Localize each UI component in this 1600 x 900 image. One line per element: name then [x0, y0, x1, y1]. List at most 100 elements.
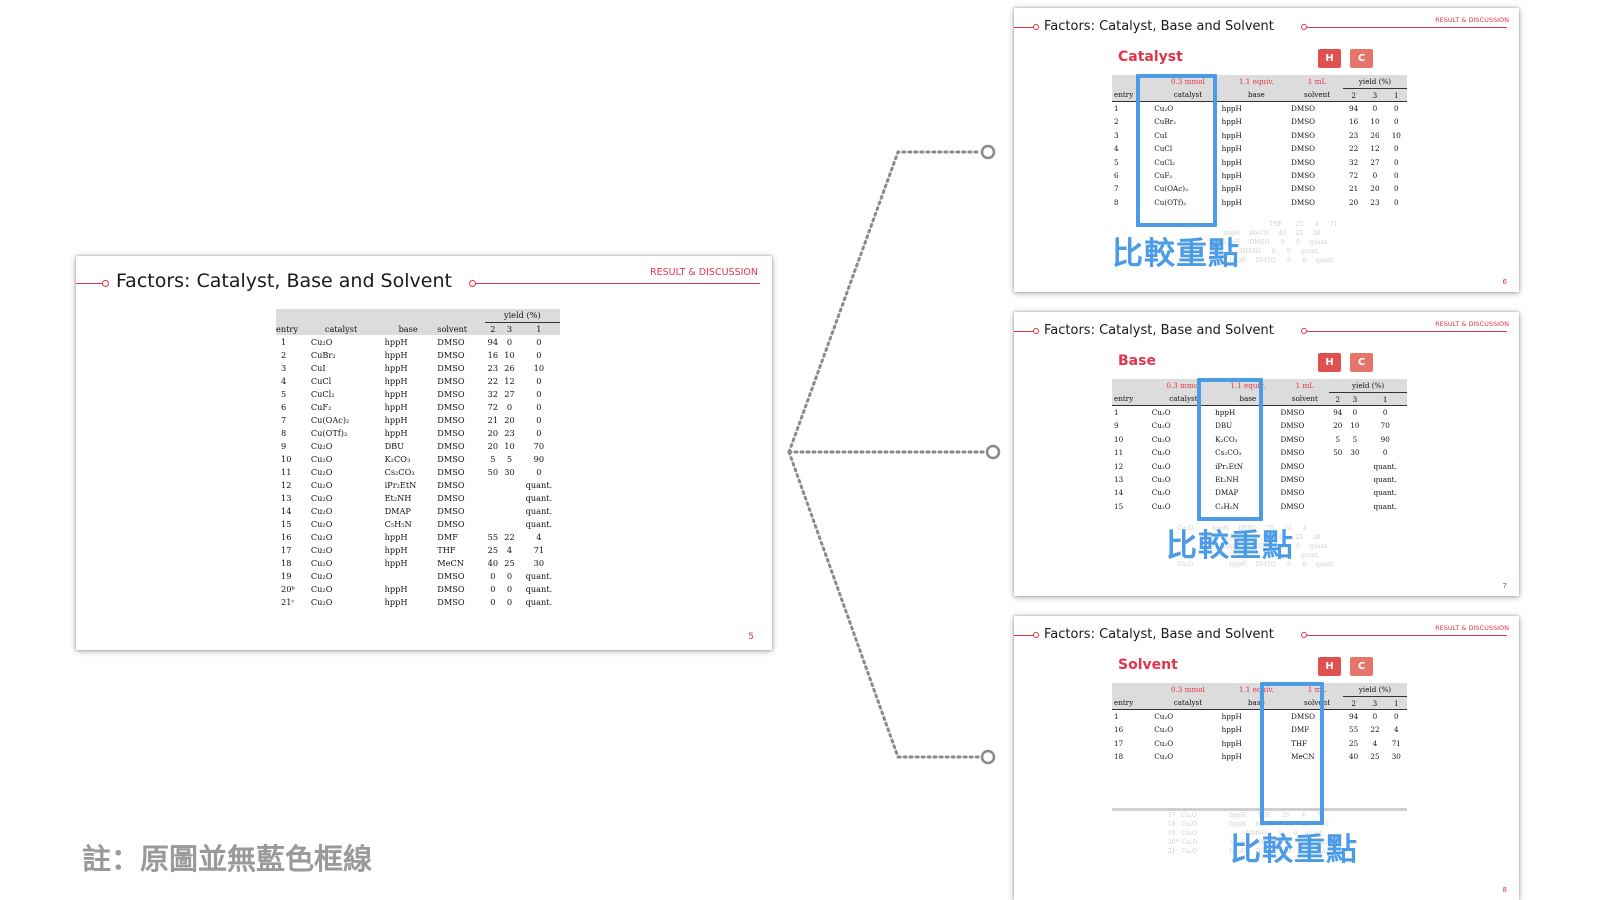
table-cell: Cs₂CO₃: [384, 466, 415, 477]
table-cell: 0: [536, 427, 542, 438]
title-rule-right: [1307, 635, 1507, 636]
table-cell: CuCl: [1154, 144, 1173, 154]
connector-node-base: [985, 444, 1001, 460]
table-cell: quant.: [1373, 501, 1397, 511]
table-cell: THF: [1291, 738, 1308, 748]
table-cell: hppH: [384, 414, 408, 425]
title-rule-left: [1014, 331, 1034, 332]
table-cell: 71: [1391, 738, 1401, 748]
sub-heading: Solvent: [1118, 657, 1178, 673]
table-cell: Cu₂O: [1154, 738, 1174, 748]
col-header: catalyst: [324, 323, 358, 334]
table-cell: 14: [281, 505, 292, 516]
section-tag: RESULT & DISCUSSION: [1435, 16, 1509, 24]
table-cell: 0: [536, 388, 542, 399]
table-cell: DMSO: [437, 492, 465, 503]
col-header: 1: [1394, 90, 1399, 100]
table-header-row: entry catalyst base solvent 2 3 1: [1112, 696, 1407, 710]
faded-rows: THF 25 4 71 hppH MeCN 40 25 30 hppH DMSO…: [1177, 221, 1338, 264]
table-cell: 16: [1349, 117, 1359, 127]
table-cell: hppH: [384, 388, 408, 399]
table-cell: [485, 478, 502, 491]
table-cell: Cu₂O: [310, 479, 333, 490]
table-cell: hppH: [1221, 104, 1242, 114]
table-cell: 3: [1114, 130, 1119, 140]
table-cell: 5: [1114, 157, 1119, 167]
unit-label: 1 mL: [1307, 77, 1327, 87]
table-cell: 9: [1114, 421, 1119, 431]
table-cell: 72: [487, 401, 499, 412]
section-tag: RESULT & DISCUSSION: [649, 267, 758, 278]
table-cell: 0: [1394, 117, 1399, 127]
table-cell: [501, 491, 518, 504]
table-cell: 10: [281, 453, 292, 464]
table-header-row-1: yield (%): [276, 309, 560, 323]
table-cell: CuF₂: [1154, 170, 1173, 180]
table-cell: CuBr₂: [1154, 117, 1176, 127]
table-cell: Et₂NH: [1215, 474, 1239, 484]
table-cell: hppH: [1221, 725, 1242, 735]
table-cell: DMSO: [437, 427, 465, 438]
table-cell: Cu₂O: [310, 544, 333, 555]
table-cell: 30: [1391, 752, 1401, 762]
table-cell: 20: [1370, 184, 1380, 194]
table-cell: DMSO: [437, 388, 465, 399]
col-header: entry: [1114, 394, 1134, 404]
table-cell: 26: [504, 362, 515, 373]
table-cell: 6: [1114, 170, 1119, 180]
unit-label: 1 mL: [1307, 685, 1327, 695]
table-cell: DMSO: [1291, 712, 1316, 722]
table-cell: [385, 569, 438, 582]
table-cell: 23: [1370, 197, 1380, 207]
table-cell: 17: [1114, 738, 1124, 748]
detail-slide-base: Factors: Catalyst, Base and Solvent RESU…: [1014, 312, 1519, 596]
table-cell: 32: [1349, 157, 1359, 167]
table-cell: 0: [506, 583, 513, 594]
table-cell: quant.: [1373, 461, 1397, 471]
table-cell: hppH: [384, 427, 408, 438]
table-cell: DMSO: [437, 401, 465, 412]
unit-label: 1 mL: [1295, 381, 1315, 391]
col-header: solvent: [437, 323, 468, 334]
page-number: 8: [1502, 886, 1507, 894]
highlight-box-solvent: [1260, 682, 1324, 825]
table-cell: 15: [1114, 501, 1124, 511]
table-cell: 17: [281, 544, 292, 555]
table-cell: Cu₂O: [1151, 501, 1171, 511]
table-cell: DBU: [384, 440, 405, 451]
table-cell: CuF₂: [310, 401, 332, 412]
table-cell: quant.: [1373, 474, 1397, 484]
table-cell: quant.: [525, 479, 553, 490]
table-cell: 22: [1349, 144, 1359, 154]
table-cell: [485, 504, 502, 517]
faded-rows: Cu₂O hppH DMF 55 22 4 hppH MeCN 40 25 30…: [1177, 525, 1336, 568]
table-cell: DMSO: [1291, 170, 1316, 180]
table-cell: DMSO: [437, 375, 465, 386]
unit-label: 0.3 mmol: [1166, 381, 1201, 391]
table-cell: Cu(OTf)₂: [310, 427, 348, 438]
table-cell: 0: [506, 570, 513, 581]
tag-h: H: [1318, 657, 1341, 676]
title-rule-left: [1014, 27, 1034, 28]
table-cell: 40: [1349, 752, 1359, 762]
table-cell: 0: [1382, 408, 1388, 418]
table-cell: DMAP: [1215, 488, 1239, 498]
table-cell: 20: [504, 414, 515, 425]
table-cell: 25: [1370, 752, 1380, 762]
title-rule-dot-left: [102, 280, 109, 287]
col-header: 3: [1372, 698, 1378, 708]
table-cell: DMSO: [1280, 448, 1305, 458]
table-cell: 0: [1394, 144, 1399, 154]
table-cell: 8: [281, 427, 287, 438]
